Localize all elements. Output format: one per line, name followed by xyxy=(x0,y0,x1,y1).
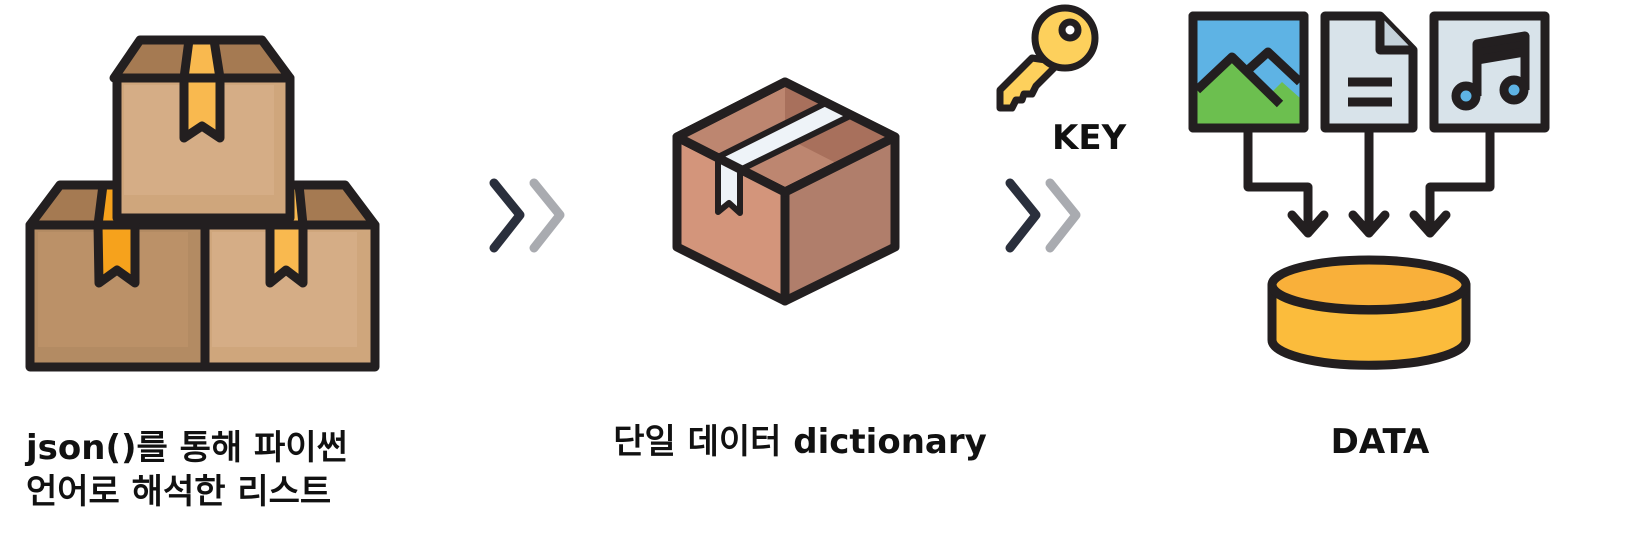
chevron-right-icon xyxy=(489,178,565,253)
list-caption-line1: json()를 통해 파이썬 xyxy=(26,428,348,468)
stacked-boxes-icon xyxy=(25,35,380,372)
dictionary-caption: 단일 데이터 dictionary xyxy=(613,422,987,462)
music-file-icon xyxy=(1429,11,1550,133)
image-file-icon xyxy=(1188,11,1309,133)
database-icon xyxy=(1267,255,1471,370)
chevron-right-icon xyxy=(1005,178,1081,253)
key-label: KEY xyxy=(1052,118,1127,158)
box-bottom-right xyxy=(200,180,380,372)
down-arrows xyxy=(1243,123,1495,238)
list-caption-line2: 언어로 해석한 리스트 xyxy=(26,472,332,512)
key-icon xyxy=(996,4,1099,112)
list-caption: json()를 통해 파이썬 언어로 해석한 리스트 xyxy=(26,426,348,514)
data-caption: DATA xyxy=(1330,422,1430,462)
document-file-icon xyxy=(1320,11,1418,133)
single-box-icon xyxy=(672,77,900,306)
box-top xyxy=(109,35,295,223)
